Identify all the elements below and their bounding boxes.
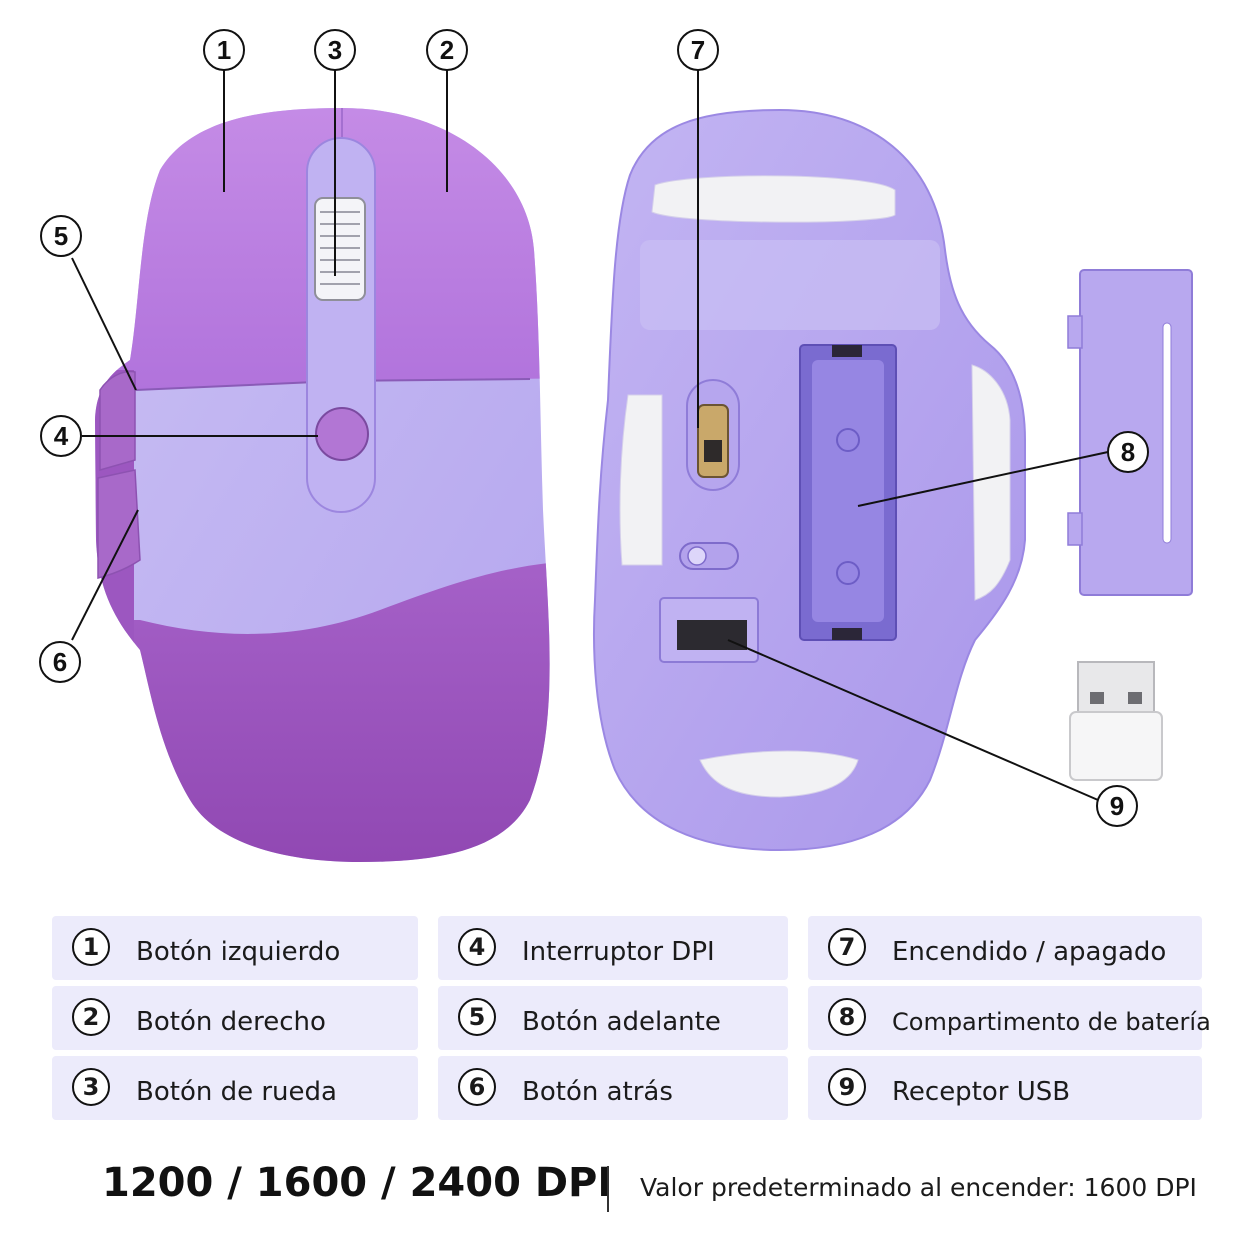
legend-item-5: 5 Botón adelante (438, 986, 788, 1050)
footer-divider (607, 1166, 609, 1212)
svg-text:4: 4 (54, 421, 69, 451)
legend-item-2: 2 Botón derecho (52, 986, 418, 1050)
glide-pad-right (971, 364, 1011, 601)
svg-text:7: 7 (691, 35, 705, 65)
callout-5: 5 (40, 215, 82, 257)
callout-9: 9 (1096, 785, 1138, 827)
svg-text:2: 2 (440, 35, 454, 65)
mouse-diagram: 1 3 2 5 4 6 7 8 9 (39, 29, 1193, 862)
dpi-levels: 1200 / 1600 / 2400 DPI (102, 1160, 613, 1206)
callout-6: 6 (39, 641, 81, 683)
legend-label: Botón atrás (522, 1077, 673, 1107)
legend-item-4: 4 Interruptor DPI (438, 916, 788, 980)
label-area (640, 240, 940, 330)
svg-text:1: 1 (217, 35, 231, 65)
callout-3: 3 (314, 29, 356, 71)
legend-label: Botón de rueda (136, 1077, 337, 1107)
legend-item-6: 6 Botón atrás (438, 1056, 788, 1120)
dpi-button (315, 407, 369, 461)
legend-item-9: 9 Receptor USB (808, 1056, 1202, 1120)
svg-text:6: 6 (53, 647, 67, 677)
default-dpi-note: Valor predeterminado al encender: 1600 D… (640, 1173, 1197, 1202)
legend-item-7: 7 Encendido / apagado (808, 916, 1202, 980)
forward-button-shape (99, 370, 136, 471)
legend-number: 7 (828, 928, 866, 966)
svg-text:8: 8 (1121, 437, 1135, 467)
battery-cover (1067, 269, 1193, 596)
legend-number: 8 (828, 998, 866, 1036)
glide-pad-top (651, 175, 896, 223)
legend-label: Interruptor DPI (522, 937, 715, 967)
svg-text:3: 3 (328, 35, 342, 65)
legend-label: Botón adelante (522, 1007, 721, 1037)
mouse-bottom-view (593, 108, 1026, 852)
palm-rest (95, 560, 550, 862)
legend-label: Receptor USB (892, 1077, 1071, 1107)
legend-label: Botón izquierdo (136, 937, 341, 967)
callout-2: 2 (426, 29, 468, 71)
legend-number: 4 (458, 928, 496, 966)
legend-item-8: 8 Compartimento de batería (808, 986, 1211, 1050)
legend-item-1: 1 Botón izquierdo (52, 916, 418, 980)
legend-label: Compartimento de batería (892, 1008, 1211, 1036)
legend-number: 5 (458, 998, 496, 1036)
legend-label: Botón derecho (136, 1007, 326, 1037)
svg-text:5: 5 (54, 221, 68, 251)
svg-text:9: 9 (1110, 791, 1124, 821)
legend-number: 1 (72, 928, 110, 966)
usb-receiver (1069, 661, 1163, 781)
glide-pad-bottom (699, 750, 859, 798)
callout-4: 4 (40, 415, 82, 457)
callout-1: 1 (203, 29, 245, 71)
legend-number: 9 (828, 1068, 866, 1106)
mouse-top-view (95, 108, 550, 862)
callout-8: 8 (1107, 431, 1149, 473)
leader-lines (71, 70, 1109, 801)
legend-number: 6 (458, 1068, 496, 1106)
legend-label: Encendido / apagado (892, 937, 1167, 967)
back-button-shape (97, 469, 141, 579)
legend-number: 3 (72, 1068, 110, 1106)
legend-number: 2 (72, 998, 110, 1036)
callout-7: 7 (677, 29, 719, 71)
legend-item-3: 3 Botón de rueda (52, 1056, 418, 1120)
glide-pad-left (619, 394, 663, 566)
